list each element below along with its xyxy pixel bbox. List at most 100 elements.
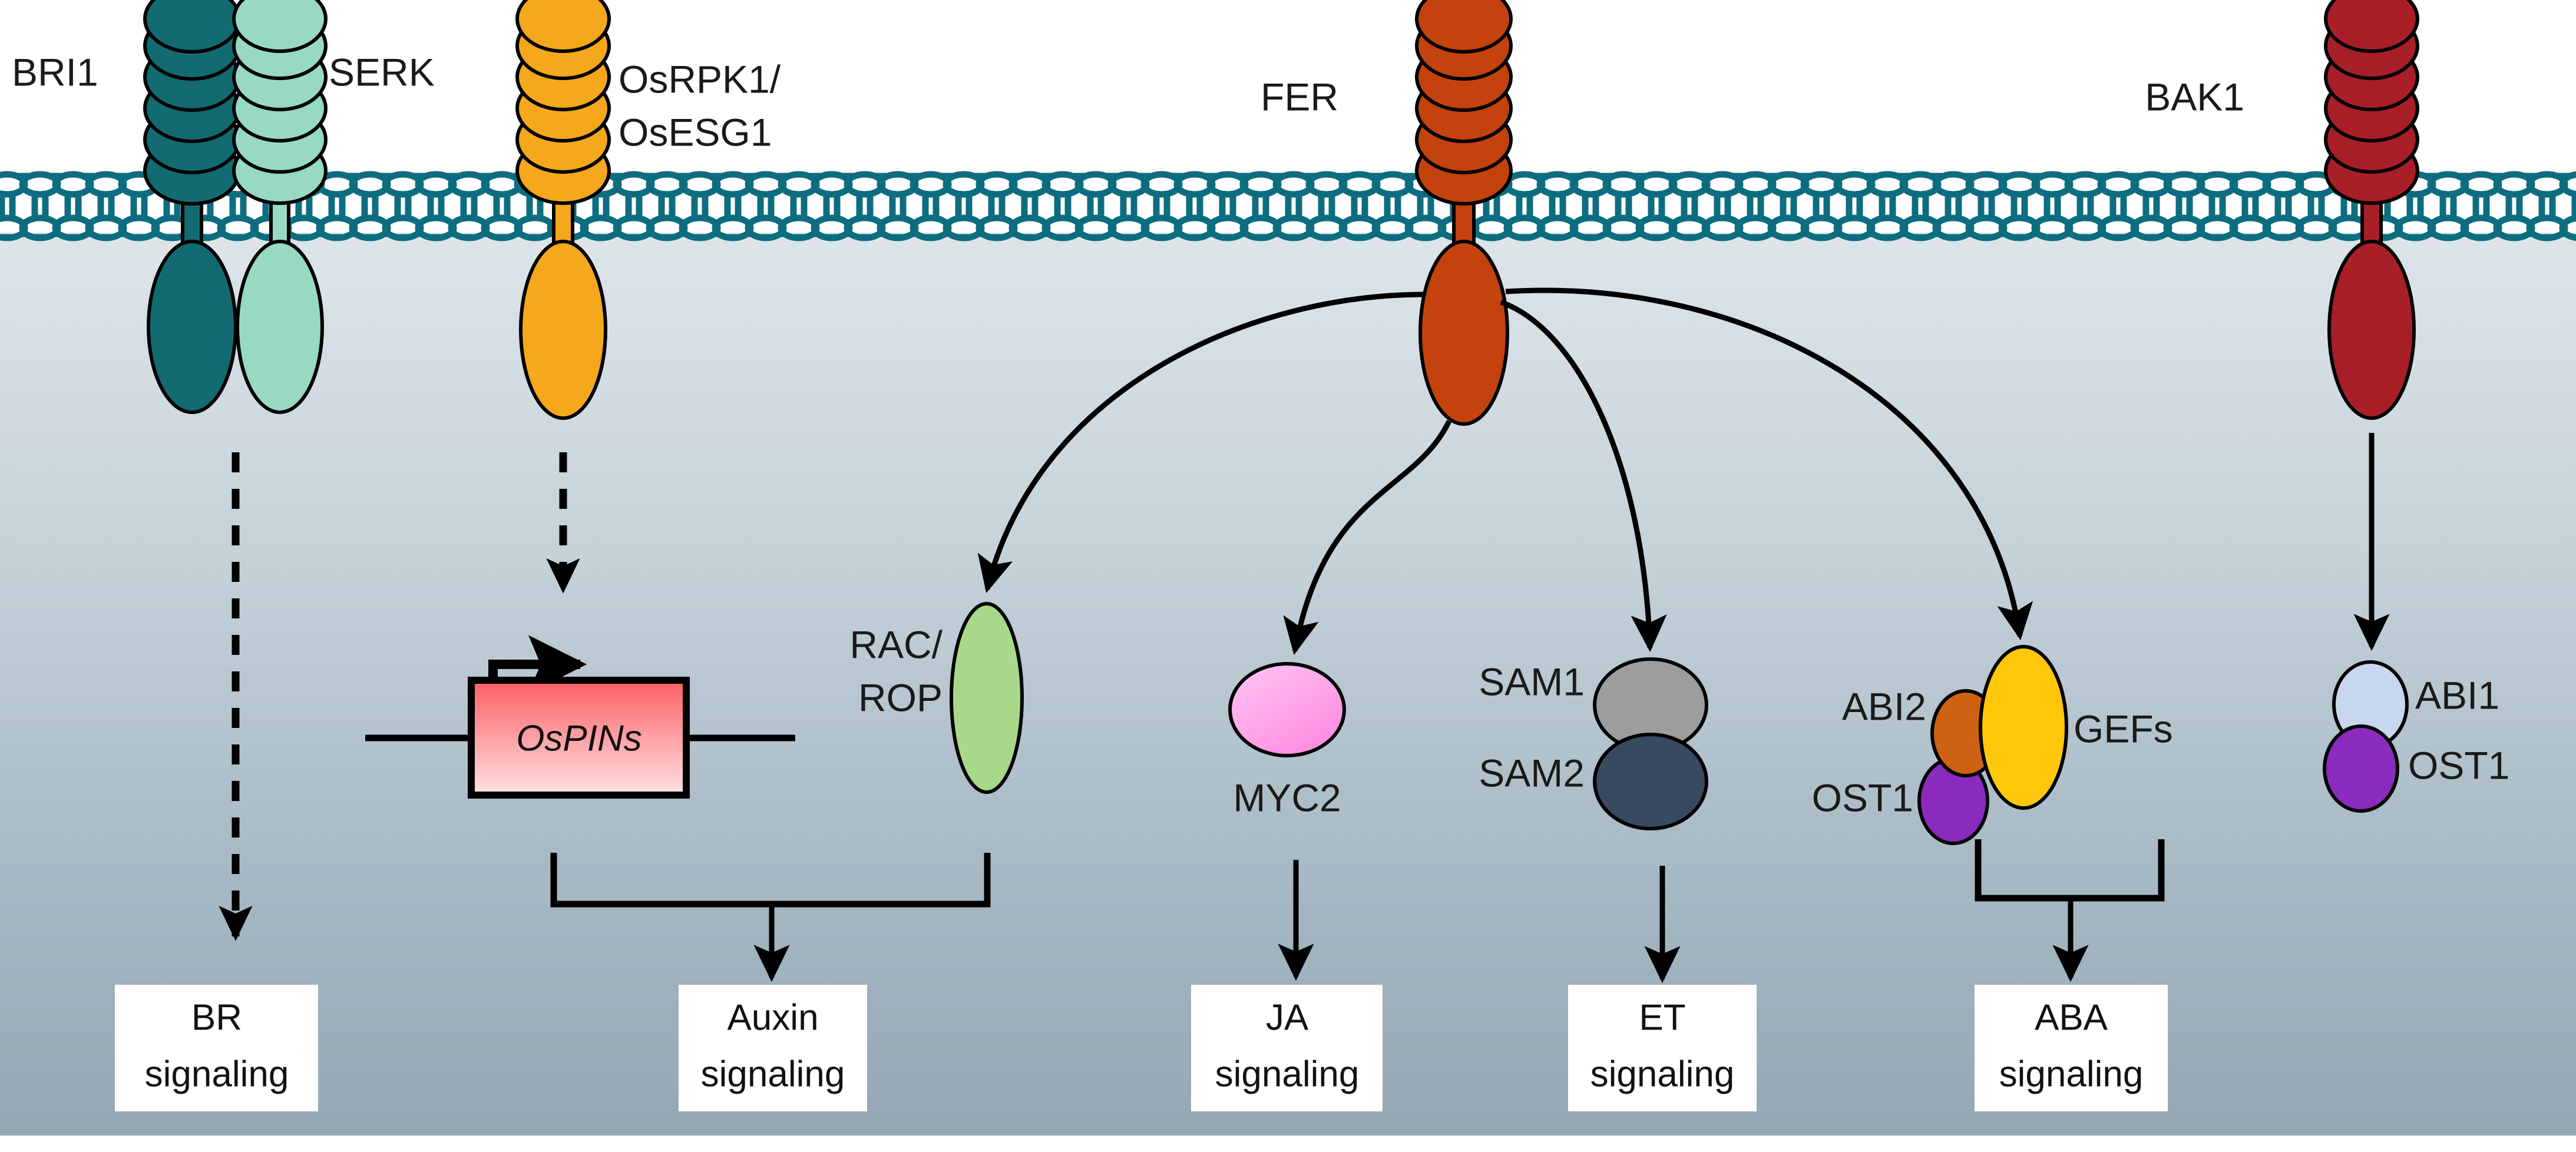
phospholipid-upper xyxy=(811,171,853,214)
node-myc2[interactable]: MYC2 xyxy=(1228,662,1346,819)
sam1-label: SAM1 xyxy=(1479,660,1585,703)
phospholipid-lower xyxy=(481,191,523,241)
outcome-box-et-signaling[interactable]: ET signaling xyxy=(1568,985,1757,1111)
phospholipid-upper xyxy=(415,171,457,214)
phospholipid-upper xyxy=(1800,171,1843,214)
phospholipid-lower xyxy=(2460,191,2502,241)
phospholipid-upper xyxy=(19,171,61,214)
outcome-box-auxin-signaling[interactable]: Auxin signaling xyxy=(679,985,867,1111)
phospholipid-lower xyxy=(2394,191,2436,241)
phospholipid-upper xyxy=(2460,171,2502,214)
receptor-serk[interactable]: SERK xyxy=(232,0,435,414)
osrpk1-lrr-domains xyxy=(515,0,611,205)
phospholipid-lower xyxy=(1008,191,1051,241)
aba-signaling-rect xyxy=(1975,985,2168,1111)
phospholipid-upper xyxy=(613,171,655,214)
arrow-fer-to-sam1 xyxy=(1500,299,1667,653)
arrow-fer-to-myc2 xyxy=(1283,420,1452,656)
phospholipid-lower xyxy=(1767,191,1810,241)
phospholipid-upper xyxy=(943,171,985,214)
fer-kinase-domain xyxy=(1418,240,1509,426)
osrpk1-label-line1: OsRPK1/ xyxy=(619,57,781,101)
node-sam1[interactable]: SAM1 xyxy=(1479,657,1708,753)
node-rac-rop[interactable]: RAC/ ROP xyxy=(849,602,1024,794)
phospholipid-upper xyxy=(2064,171,2107,214)
osrpk1-label-line2: OsESG1 xyxy=(619,110,772,154)
receptor-fer[interactable]: FER xyxy=(1261,0,1513,426)
bri1-label: BRI1 xyxy=(12,50,98,94)
aba-signaling-line1: ABA xyxy=(2035,997,2108,1038)
br-signaling-line1: BR xyxy=(191,997,242,1038)
phospholipid-lower xyxy=(679,191,721,241)
phospholipid-upper xyxy=(1536,171,1579,214)
phospholipid-lower xyxy=(1800,191,1843,241)
phospholipid-lower xyxy=(1965,191,2008,241)
phospholipid-lower xyxy=(1305,191,1348,241)
phospholipid-upper xyxy=(1140,171,1183,214)
ja-signaling-line2: signaling xyxy=(1215,1054,1360,1094)
phospholipid-upper xyxy=(382,171,424,214)
phospholipid-lower xyxy=(778,191,820,241)
phospholipid-lower xyxy=(844,191,886,241)
phospholipid-upper xyxy=(1107,171,1150,214)
phospholipid-lower xyxy=(2295,191,2337,241)
phospholipid-lower xyxy=(646,191,688,241)
phospholipid-lower xyxy=(2196,191,2238,241)
phospholipid-lower xyxy=(1998,191,2041,241)
serk-label: SERK xyxy=(329,50,435,94)
phospholipid-lower xyxy=(975,191,1018,241)
phospholipid-upper xyxy=(1074,171,1117,214)
phospholipid-upper xyxy=(1932,171,1975,214)
phospholipid-upper xyxy=(1866,171,1909,214)
phospholipid-upper xyxy=(1338,171,1381,214)
phospholipid-upper xyxy=(2196,171,2238,214)
ja-signaling-line1: JA xyxy=(1266,997,1309,1038)
phospholipid-upper xyxy=(1635,171,1678,214)
phospholipid-lower xyxy=(1932,191,1975,241)
phospholipid-lower xyxy=(2559,191,2576,241)
outcome-box-ja-signaling[interactable]: JA signaling xyxy=(1191,985,1383,1111)
phospholipid-upper xyxy=(2097,171,2139,214)
plasma-membrane xyxy=(0,171,2576,241)
phospholipid-upper xyxy=(745,171,787,214)
node-ost1-left[interactable]: OST1 xyxy=(1812,757,1989,845)
phospholipid-lower xyxy=(1899,191,1942,241)
phospholipid-lower xyxy=(1866,191,1909,241)
phospholipid-lower xyxy=(1338,191,1381,241)
phospholipid-upper xyxy=(2493,171,2535,214)
outcome-box-aba-signaling[interactable]: ABA signaling xyxy=(1975,985,2168,1111)
phospholipid-lower xyxy=(1074,191,1117,241)
phospholipid-lower xyxy=(2427,191,2469,241)
node-ost1-right[interactable]: OST1 xyxy=(2323,724,2509,813)
auxin-signaling-rect xyxy=(679,985,867,1111)
phospholipid-upper xyxy=(1008,171,1051,214)
phospholipid-upper xyxy=(646,171,688,214)
phospholipid-upper xyxy=(1602,171,1645,214)
phospholipid-lower xyxy=(217,191,259,241)
phospholipid-upper xyxy=(975,171,1018,214)
phospholipid-lower xyxy=(1734,191,1777,241)
node-gefs[interactable]: GEFs xyxy=(1979,645,2173,810)
receptor-bak1[interactable]: BAK1 xyxy=(2145,0,2419,420)
osrpk1-kinase-domain xyxy=(519,240,607,420)
phospholipid-lower xyxy=(1173,191,1216,241)
gene-box-ospins[interactable]: OsPINs xyxy=(365,635,795,799)
phospholipid-upper xyxy=(877,171,919,214)
bri1-kinase-domain xyxy=(147,240,237,414)
bak1-kinase-domain xyxy=(2327,240,2416,420)
bri1-lrr-domains xyxy=(143,0,241,206)
phospholipid-lower xyxy=(1041,191,1084,241)
outcome-box-br-signaling[interactable]: BR signaling xyxy=(115,985,318,1111)
receptor-osrpk1-osesg1[interactable]: OsRPK1/ OsESG1 xyxy=(515,0,781,420)
phospholipid-upper xyxy=(1503,171,1546,214)
phospholipid-upper xyxy=(1701,171,1744,214)
phospholipid-upper xyxy=(1239,171,1282,214)
fer-label: FER xyxy=(1261,75,1338,118)
phospholipid-lower xyxy=(613,191,655,241)
fer-malectin-domains xyxy=(1415,0,1513,206)
node-sam2[interactable]: SAM2 xyxy=(1479,733,1708,830)
receptor-bri1[interactable]: BRI1 xyxy=(12,0,241,414)
phospholipid-lower xyxy=(1536,191,1579,241)
phospholipid-upper xyxy=(1569,171,1612,214)
